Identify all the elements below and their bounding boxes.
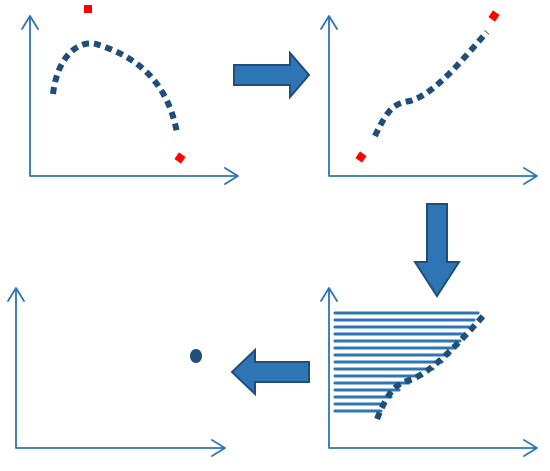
panel-top-left	[21, 5, 239, 185]
block-arrow-icon	[230, 347, 310, 397]
result-point	[190, 349, 202, 363]
axes-top-left	[21, 15, 239, 185]
front-curve-top-left	[50, 40, 180, 134]
axes-bottom-right	[320, 287, 538, 457]
panel-bottom-left	[7, 287, 226, 457]
start-point-marker	[355, 151, 367, 163]
nadir-point-marker	[174, 152, 186, 164]
front-curve-bottom-right	[374, 311, 488, 421]
block-arrow-icon	[233, 50, 311, 100]
panel-top-right	[320, 10, 538, 185]
front-curve-top-right	[372, 30, 490, 138]
end-point-marker	[488, 10, 500, 22]
axes-top-right	[320, 15, 538, 185]
dominated-region-hatch	[333, 311, 480, 413]
ideal-point-marker	[84, 5, 92, 13]
panel-bottom-right	[320, 287, 538, 457]
axes-bottom-left	[7, 287, 226, 457]
block-arrow-icon	[413, 203, 461, 298]
